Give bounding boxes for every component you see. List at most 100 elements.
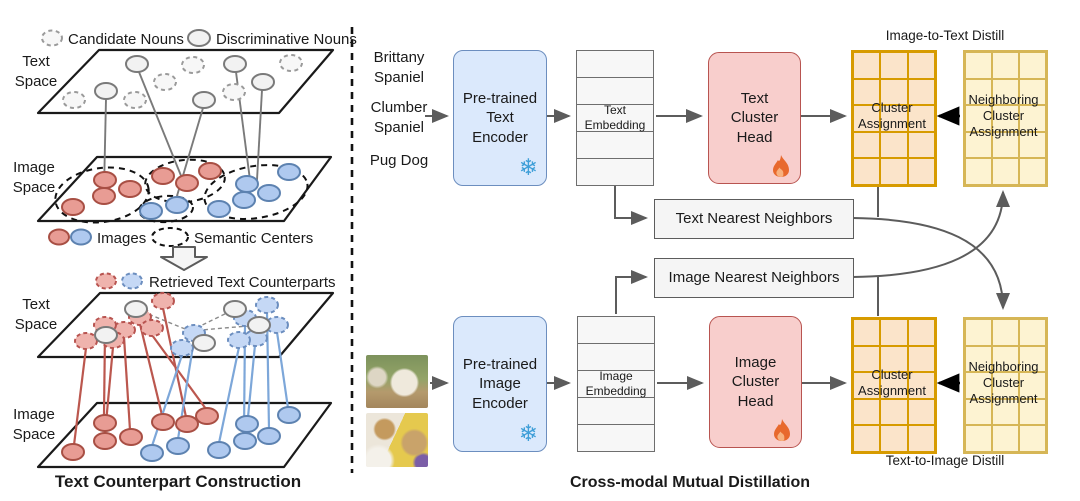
- grid-cell: [880, 52, 908, 79]
- grid-cell: [1019, 319, 1046, 346]
- grid-cell: [853, 319, 881, 346]
- legend-candidate-label: Candidate Nouns: [68, 31, 184, 48]
- grid-cell: [1019, 345, 1046, 373]
- grid-cell: [853, 52, 881, 79]
- image-cluster-head-label: Image Cluster Head: [731, 353, 780, 410]
- input-word-3: Pug Dog: [369, 152, 429, 169]
- grid-cell: [880, 78, 908, 106]
- text-space-top-label: Text Space: [14, 53, 58, 90]
- image-embedding-stack: [577, 316, 655, 452]
- right-caption: Cross-modal Mutual Distillation: [569, 474, 810, 491]
- grid-cell: [992, 105, 1019, 132]
- grid-cell: [965, 78, 992, 106]
- grid-cell: [577, 316, 655, 345]
- grid-cell: [577, 396, 655, 426]
- image-cluster-head-box: Image Cluster Head: [709, 316, 802, 448]
- grid-cell: [853, 372, 881, 399]
- grid-cell: [965, 425, 992, 452]
- image-space-bottom-label: Image Space: [12, 406, 56, 443]
- grid-cell: [992, 372, 1019, 399]
- snowflake-icon: ❄: [518, 154, 538, 181]
- image-embedding-label: Image Embedding: [585, 369, 647, 398]
- discriminative-noun-nodes-bottom: [94, 300, 271, 352]
- grid-cell: [576, 50, 654, 79]
- grid-cell: [880, 105, 908, 132]
- left-caption: Text Counterpart Construction: [54, 472, 302, 491]
- grid-cell: [965, 52, 992, 79]
- dog-photo-spaniels: [366, 295, 428, 345]
- grid-cell: [853, 131, 881, 159]
- image-to-text-distill-label: Image-to-Text Distill: [885, 27, 1005, 43]
- legend-retrieved-label: Retrieved Text Counterparts: [149, 274, 336, 291]
- neighbor-routing-curves: [852, 184, 1010, 316]
- grid-cell: [965, 131, 992, 159]
- image-encoder-label: Pre-trained Image Encoder: [462, 355, 538, 412]
- image-nearest-neighbors-box: Image Nearest Neighbors: [654, 258, 854, 298]
- discriminative-noun-legend-icon: [187, 29, 211, 47]
- neighboring-assignment-grid-bottom: [963, 317, 1048, 454]
- grid-cell: [853, 78, 881, 106]
- grid-cell: [965, 319, 992, 346]
- grid-cell: [965, 398, 992, 426]
- grid-cell: [907, 398, 935, 426]
- grid-cell: [992, 78, 1019, 106]
- text-encoder-label: Pre-trained Text Encoder: [462, 89, 538, 146]
- grid-cell: [1019, 158, 1046, 185]
- cluster-assignment-grid-top: [851, 50, 937, 187]
- grid-cell: [992, 425, 1019, 452]
- grid-cell: [907, 158, 935, 185]
- grid-cell: [907, 105, 935, 132]
- grid-cell: [965, 105, 992, 132]
- input-word-2: Clumber Spaniel: [370, 99, 428, 136]
- grid-cell: [880, 398, 908, 426]
- legend-images-label: Images: [97, 230, 147, 247]
- distill-arrows-black: [936, 106, 960, 393]
- grid-cell: [1019, 105, 1046, 132]
- grid-cell: [1019, 372, 1046, 399]
- text-to-image-distill-label: Text-to-Image Distill: [885, 452, 1005, 468]
- grid-cell: [577, 342, 655, 372]
- text-encoder-box: Pre-trained Text Encoder ❄: [453, 50, 547, 186]
- down-arrow: [160, 246, 208, 271]
- grid-cell: [1019, 52, 1046, 79]
- grid-cell: [853, 158, 881, 185]
- grid-cell: [880, 372, 908, 399]
- text-space-bottom-label: Text Space: [14, 296, 58, 333]
- grid-cell: [576, 130, 654, 160]
- grid-cell: [907, 131, 935, 159]
- text-embedding-stack: [576, 50, 654, 186]
- neighboring-assignment-grid-top: [963, 50, 1048, 187]
- grid-cell: [577, 369, 655, 399]
- grid-cell: [1019, 398, 1046, 426]
- input-word-1: Brittany Spaniel: [373, 49, 425, 86]
- grid-cell: [1019, 425, 1046, 452]
- image-space-top-label: Image Space: [12, 159, 56, 196]
- flame-icon: [774, 419, 790, 441]
- image-nodes-red: [61, 162, 222, 216]
- grid-cell: [907, 78, 935, 106]
- image-nodes-blue: [139, 163, 301, 220]
- flow-arrows: [425, 109, 847, 390]
- grid-cell: [992, 131, 1019, 159]
- grid-cell: [577, 423, 655, 452]
- grid-cell: [853, 105, 881, 132]
- candidate-noun-nodes: [62, 54, 303, 109]
- text-nearest-neighbors-box: Text Nearest Neighbors: [654, 199, 854, 239]
- cluster-assignment-top-label: Cluster Assignment: [858, 100, 926, 131]
- snowflake-icon: ❄: [518, 420, 538, 447]
- counterpart-links-blue: [150, 311, 290, 447]
- grid-cell: [576, 103, 654, 133]
- dog-photo-pugs: [366, 413, 428, 467]
- candidate-noun-legend-icon: [41, 29, 63, 47]
- grid-cell: [880, 345, 908, 373]
- grid-cell: [853, 398, 881, 426]
- text-cluster-head-box: Text Cluster Head: [708, 52, 801, 184]
- grid-cell: [907, 372, 935, 399]
- grid-cell: [992, 398, 1019, 426]
- grid-cell: [880, 425, 908, 452]
- grid-cell: [992, 345, 1019, 373]
- legend-semantic-label: Semantic Centers: [194, 230, 314, 247]
- grid-cell: [965, 345, 992, 373]
